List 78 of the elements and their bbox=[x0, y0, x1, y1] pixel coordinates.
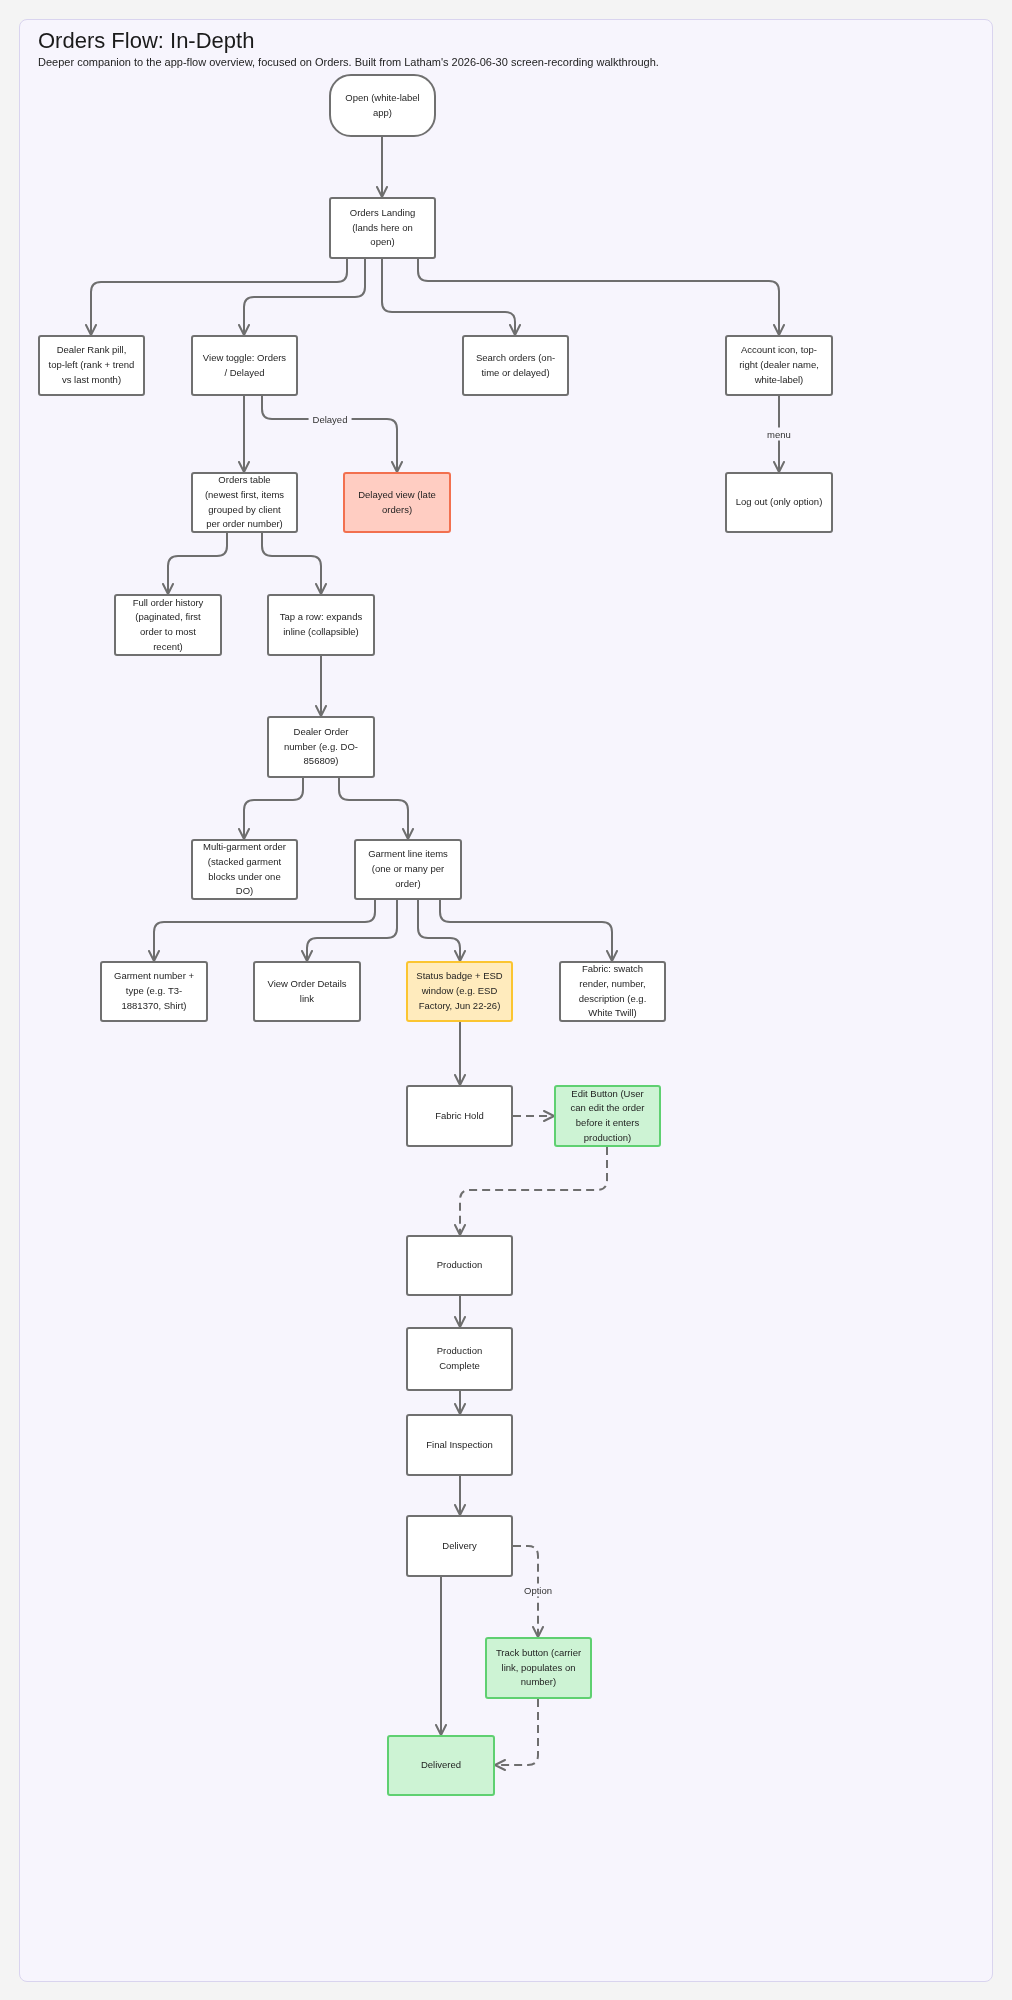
arrow bbox=[512, 1110, 555, 1122]
arrow bbox=[238, 777, 304, 840]
process-box bbox=[100, 961, 208, 1022]
box-label: Fabric: swatch render, number, description (e.g. White Twill) bbox=[577, 962, 648, 1021]
arrow bbox=[301, 899, 398, 962]
process-box bbox=[191, 472, 298, 533]
arrow bbox=[148, 899, 376, 962]
arrow bbox=[417, 258, 785, 336]
process-box bbox=[38, 335, 145, 396]
box-label: Track button (carrier link, populates on number) bbox=[495, 1645, 582, 1690]
box-label: Edit Button (User can edit the order before it enters production) bbox=[569, 1086, 646, 1145]
arrow bbox=[261, 532, 327, 595]
process-box bbox=[343, 472, 451, 533]
box-label: Garment line items (one or many per order) bbox=[367, 847, 449, 891]
box-label: Delivered bbox=[420, 1758, 462, 1773]
diagram-title: Orders Flow: In-Depth bbox=[38, 28, 255, 54]
process-box bbox=[406, 961, 513, 1022]
process-box bbox=[725, 472, 833, 533]
box-label: Log out (only option) bbox=[735, 495, 823, 510]
arrow bbox=[85, 258, 348, 336]
arrow bbox=[162, 532, 228, 595]
arrow bbox=[439, 899, 618, 962]
process-box bbox=[485, 1637, 592, 1699]
process-box bbox=[406, 1515, 513, 1577]
process-box bbox=[559, 961, 666, 1022]
process-box bbox=[554, 1085, 661, 1147]
process-box bbox=[406, 1085, 513, 1147]
arrow bbox=[454, 1475, 466, 1516]
arrow bbox=[435, 1576, 447, 1736]
process-box bbox=[267, 594, 375, 656]
box-label: Fabric Hold bbox=[435, 1108, 484, 1123]
diagram-caption: Deeper companion to the app-flow overview, focused on Orders. Built from Latham's 2026-06-30 screen-recording walkthrough. bbox=[38, 56, 659, 68]
process-box bbox=[114, 594, 222, 656]
box-label: Garment number + type (e.g. T3-1881370, Shirt) bbox=[113, 969, 195, 1013]
box-label: Dealer Rank pill, top-left (rank + trend vs last month) bbox=[48, 343, 135, 387]
box-label: Tap a row: expands inline (collapsible) bbox=[278, 610, 364, 639]
process-box bbox=[191, 335, 298, 396]
arrow bbox=[238, 395, 250, 473]
process-box bbox=[406, 1327, 513, 1391]
process-box bbox=[267, 716, 375, 778]
start-terminal bbox=[329, 74, 436, 137]
box-label: Multi-garment order (stacked garment blocks under one DO) bbox=[202, 840, 287, 899]
box-label: Orders Landing (lands here on open) bbox=[348, 205, 417, 250]
process-box bbox=[191, 839, 298, 900]
box-label: Production bbox=[436, 1258, 483, 1273]
arrow bbox=[315, 655, 327, 717]
arrow bbox=[454, 1295, 466, 1328]
process-box bbox=[329, 197, 436, 259]
process-box bbox=[387, 1735, 495, 1796]
process-box bbox=[725, 335, 833, 396]
box-label: Delivery bbox=[442, 1538, 477, 1553]
box-label: Full order history (paginated, first order to most recent) bbox=[131, 595, 205, 654]
box-label: Search orders (on-time or delayed) bbox=[474, 350, 557, 380]
arrow bbox=[338, 777, 414, 840]
arrow bbox=[512, 1545, 544, 1638]
box-label: Status badge + ESD window (e.g. ESD Factory, Jun 22-26) bbox=[416, 969, 503, 1013]
arrow bbox=[381, 258, 521, 336]
box-label: View toggle: Orders / Delayed bbox=[201, 350, 288, 380]
box-label: Delayed view (late orders) bbox=[357, 487, 437, 517]
box-label: Orders table (newest first, items grouped by client per order number) bbox=[203, 473, 286, 532]
box-label: Account icon, top-right (dealer name, white-label) bbox=[738, 343, 820, 387]
process-box bbox=[462, 335, 569, 396]
box-label: View Order Details link bbox=[266, 976, 348, 1006]
arrow bbox=[417, 899, 466, 962]
arrow bbox=[238, 258, 366, 336]
box-label: Open (white-label app) bbox=[344, 90, 421, 120]
arrow bbox=[376, 136, 388, 198]
arrow bbox=[494, 1698, 539, 1771]
box-label: Production Complete bbox=[435, 1344, 484, 1373]
process-box bbox=[406, 1414, 513, 1476]
arrow bbox=[454, 1146, 608, 1236]
box-label: Dealer Order number (e.g. DO-856809) bbox=[283, 724, 359, 769]
arrow bbox=[454, 1021, 466, 1086]
process-box bbox=[406, 1235, 513, 1296]
process-box bbox=[253, 961, 361, 1022]
box-label: Final Inspection bbox=[426, 1437, 493, 1452]
arrow bbox=[454, 1390, 466, 1415]
process-box bbox=[354, 839, 462, 900]
